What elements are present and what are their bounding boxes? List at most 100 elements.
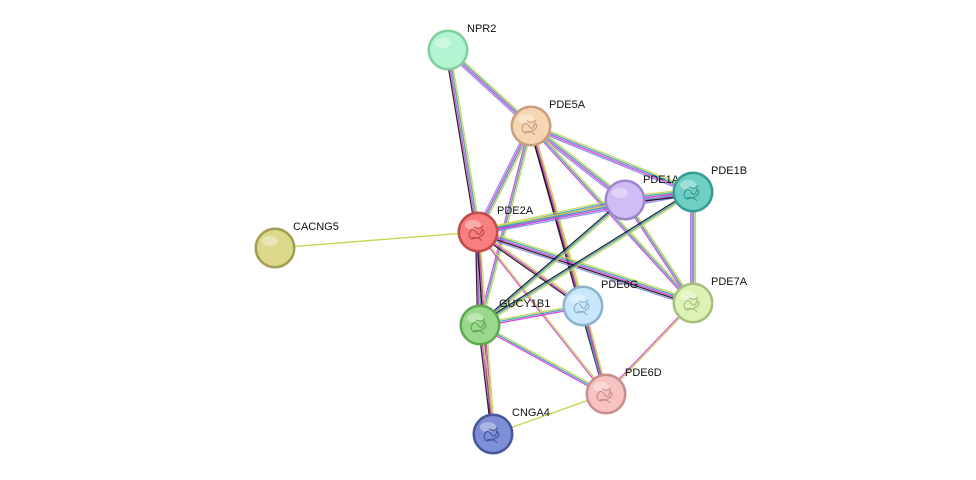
node-ring [585, 373, 627, 415]
edge-cacng5-pde2a [274, 231, 479, 249]
node-ring [254, 227, 296, 269]
edge-evidence-line [478, 190, 693, 325]
edge-evidence-line [480, 323, 608, 394]
edge-evidence-line [449, 49, 482, 232]
edge-evidence-line [477, 231, 584, 307]
node-ring [510, 105, 552, 147]
node-ring [562, 285, 604, 327]
edge-evidence-line [528, 126, 606, 395]
edge-evidence-line [623, 200, 693, 305]
edge-npr2-pde2a [444, 49, 482, 233]
edge-evidence-line [274, 231, 479, 249]
node-circle [460, 214, 496, 250]
edge-evidence-line [479, 324, 607, 395]
node-circle [588, 376, 624, 412]
node-label-cnga4: CNGA4 [512, 407, 550, 419]
node-gucy1b1[interactable]: GUCY1B1 [459, 298, 550, 346]
protein-structure-icon [683, 296, 700, 313]
node-ring [457, 211, 499, 253]
edge-evidence-line [478, 228, 695, 301]
node-label-pde2a: PDE2A [497, 205, 534, 217]
node-circle [607, 182, 643, 218]
edge-pde5a-pde1b [529, 123, 695, 195]
node-highlight [465, 220, 481, 230]
node-highlight [680, 180, 696, 190]
edge-evidence-line [476, 232, 583, 308]
edge-evidence-line [479, 191, 694, 326]
node-ring [459, 304, 501, 346]
protein-structure-icon [521, 119, 538, 136]
edge-evidence-line [529, 127, 693, 195]
edge-pde1b-gucy1b1 [478, 190, 695, 327]
edge-evidence-line [476, 234, 693, 307]
edge-evidence-line [531, 123, 695, 191]
edge-evidence-line [477, 198, 625, 232]
node-cacng5[interactable]: CACNG5 [254, 221, 339, 269]
node-highlight [593, 382, 609, 392]
node-ring [672, 282, 714, 324]
edge-evidence-line [529, 126, 693, 305]
node-circle [462, 307, 498, 343]
node-highlight [262, 236, 278, 246]
node-label-pde1b: PDE1B [711, 165, 747, 177]
protein-structure-icon [468, 225, 485, 242]
edge-evidence-line [479, 199, 626, 326]
node-circle [513, 108, 549, 144]
edge-evidence-line [478, 198, 625, 325]
node-pde5a[interactable]: PDE5A [510, 99, 586, 147]
node-label-pde6d: PDE6D [625, 367, 662, 379]
edge-evidence-line [625, 198, 695, 303]
edge-evidence-line [478, 193, 694, 235]
node-circle [565, 288, 601, 324]
node-highlight [680, 291, 696, 301]
node-pde6g[interactable]: PDE6G [562, 279, 638, 327]
edge-pde7a-pde6d [604, 301, 695, 396]
edge-pde1a-pde7a [623, 198, 695, 305]
node-pde7a[interactable]: PDE7A [672, 276, 748, 324]
node-label-pde6g: PDE6G [601, 279, 638, 291]
node-highlight [480, 422, 496, 432]
edge-evidence-line [448, 49, 480, 232]
node-pde1b[interactable]: PDE1B [672, 165, 747, 213]
edge-evidence-line [530, 126, 693, 194]
node-circle [675, 285, 711, 321]
node-label-cacng5: CACNG5 [293, 221, 339, 233]
edge-gucy1b1-pde6d [478, 323, 608, 396]
protein-structure-icon [573, 299, 590, 316]
node-highlight [435, 38, 451, 48]
node-ring [672, 171, 714, 213]
node-highlight [518, 114, 534, 124]
edge-evidence-line [477, 232, 693, 306]
protein-structure-icon [483, 427, 500, 444]
edge-evidence-line [478, 231, 608, 394]
edge-evidence-line [478, 230, 585, 306]
edge-evidence-line [444, 50, 477, 233]
edge-evidence-line [477, 231, 694, 304]
node-highlight [467, 313, 483, 323]
edge-evidence-line [604, 301, 693, 394]
node-circle [675, 174, 711, 210]
node-cnga4[interactable]: CNGA4 [472, 407, 550, 455]
node-ring [472, 413, 514, 455]
node-pde6d[interactable]: PDE6D [585, 367, 662, 415]
protein-structure-icon [683, 185, 700, 202]
protein-structure-icon [470, 318, 487, 335]
node-pde2a[interactable]: PDE2A [457, 205, 534, 253]
edge-evidence-line [480, 192, 695, 327]
edge-evidence-line [478, 325, 606, 396]
node-label-pde1a: PDE1A [643, 174, 680, 186]
node-label-pde7a: PDE7A [711, 276, 748, 288]
edge-evidence-line [477, 197, 625, 231]
node-label-gucy1b1: GUCY1B1 [499, 298, 550, 310]
node-npr2[interactable]: NPR2 [427, 23, 496, 71]
edge-evidence-line [446, 50, 478, 233]
node-ring [427, 29, 469, 71]
node-pde1a[interactable]: PDE1A [604, 174, 680, 221]
node-ring [604, 179, 646, 221]
node-highlight [570, 294, 586, 304]
node-circle [475, 416, 511, 452]
protein-structure-icon [596, 387, 613, 404]
node-circle [430, 32, 466, 68]
node-label-npr2: NPR2 [467, 23, 496, 35]
